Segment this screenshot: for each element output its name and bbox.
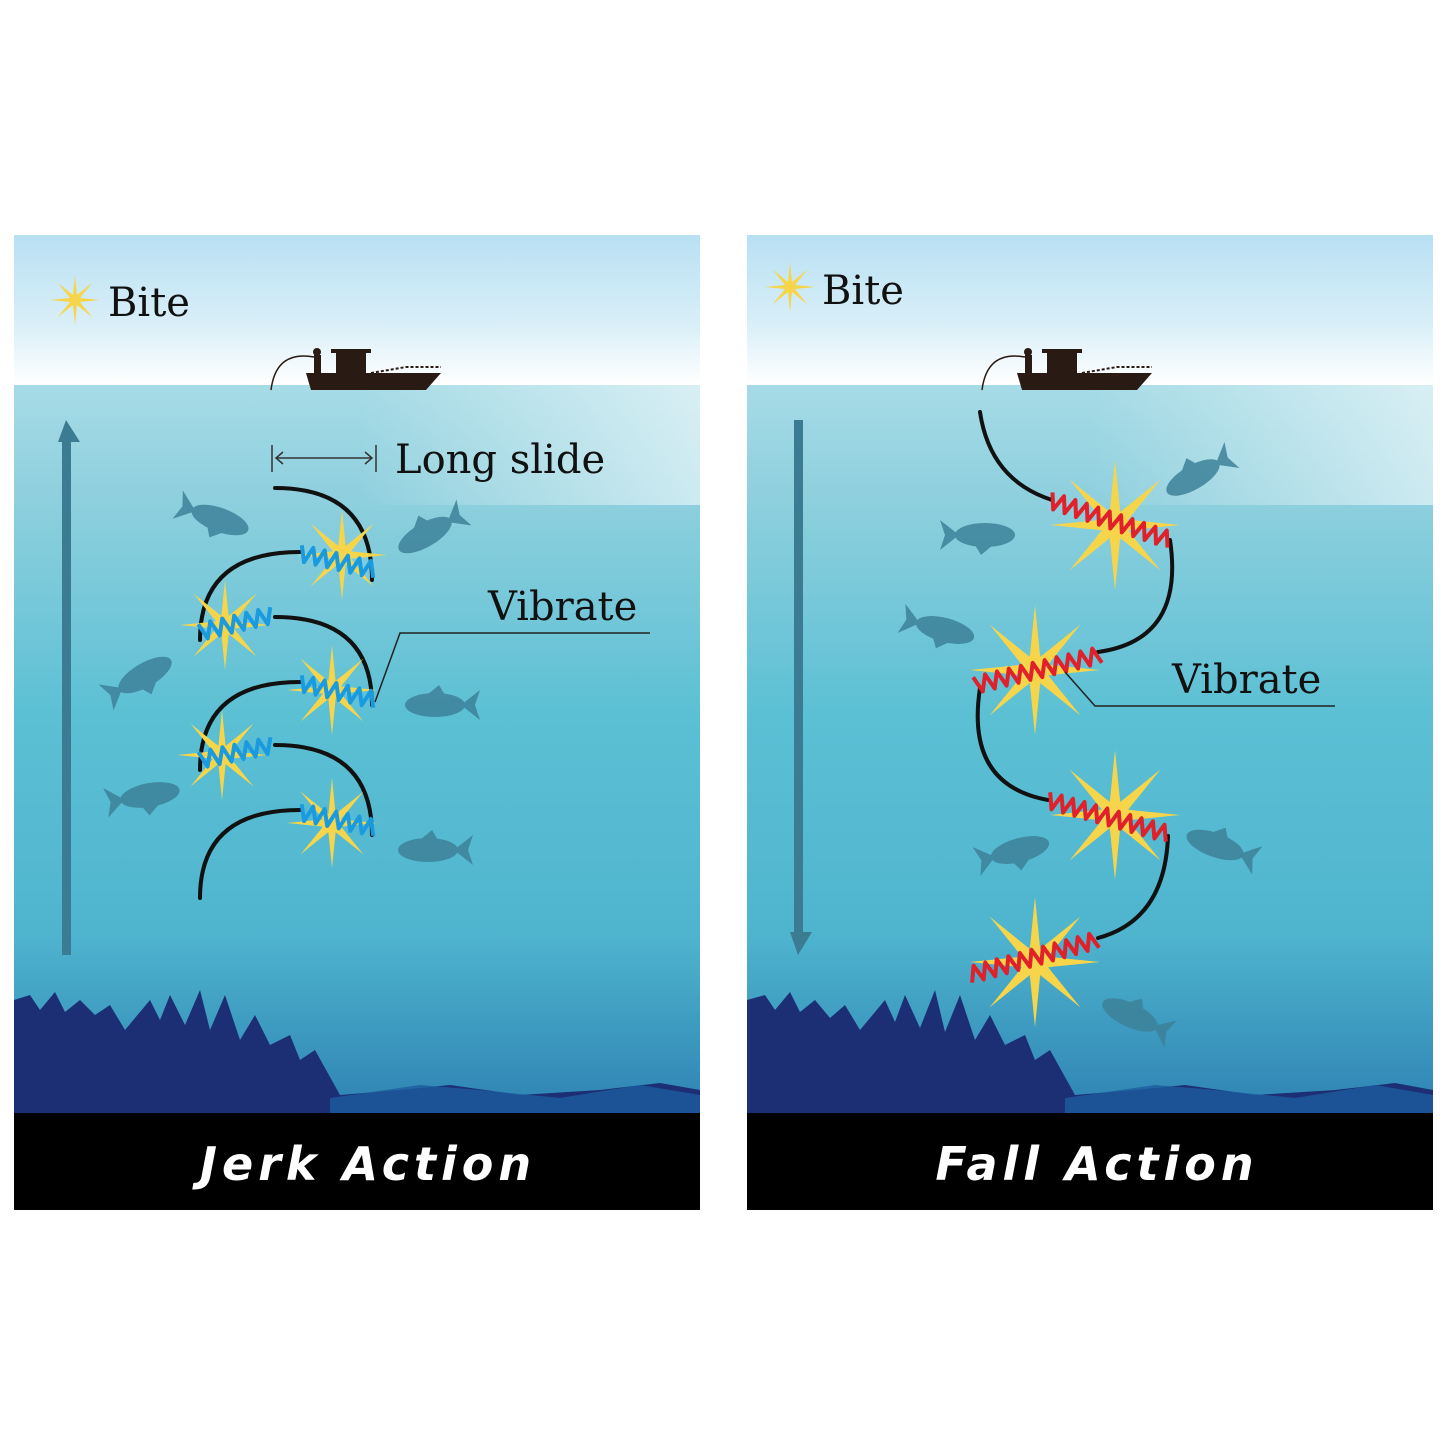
title-bar bbox=[747, 1113, 1433, 1210]
lure-spring bbox=[299, 544, 376, 579]
bite-star-icon bbox=[50, 275, 100, 325]
panel-title: Jerk Action bbox=[192, 1137, 536, 1191]
lure-spring bbox=[970, 931, 1101, 983]
lure-spring bbox=[1050, 492, 1170, 548]
seabed-hill bbox=[330, 1085, 700, 1115]
lure-spring bbox=[196, 736, 273, 769]
lure-spring bbox=[971, 646, 1104, 694]
up-arrow-icon bbox=[58, 420, 80, 955]
lure-spring bbox=[196, 606, 273, 641]
water bbox=[14, 385, 700, 1115]
water bbox=[747, 385, 1433, 1115]
title-bar bbox=[14, 1113, 700, 1210]
vibrate-label: Vibrate bbox=[487, 584, 637, 630]
seabed bbox=[747, 990, 1433, 1115]
fall-path bbox=[975, 410, 1175, 940]
vibrating-lure-springs bbox=[970, 492, 1170, 983]
lure-spring bbox=[1048, 792, 1168, 842]
lure-spring bbox=[299, 803, 376, 837]
panel-title: Fall Action bbox=[935, 1137, 1258, 1191]
down-arrow-icon bbox=[790, 420, 812, 955]
vibrate-leader-line bbox=[1064, 671, 1335, 707]
bite-star-icon bbox=[765, 262, 815, 312]
vibrate-label: Vibrate bbox=[1171, 657, 1321, 703]
bite-legend-label: Bite bbox=[822, 268, 904, 314]
long-slide-label: Long slide bbox=[395, 437, 605, 483]
seabed-hill bbox=[1065, 1085, 1433, 1115]
long-slide-bracket bbox=[271, 445, 377, 472]
bite-legend-label: Bite bbox=[108, 280, 190, 326]
seabed bbox=[14, 990, 700, 1115]
lure-spring bbox=[299, 674, 376, 709]
fall-action-panel: Fall Action Bite bbox=[747, 235, 1433, 1210]
vibrating-lure-springs bbox=[196, 544, 376, 837]
jerk-action-panel: Jerk Action Bite Long slide bbox=[14, 235, 700, 1210]
sky bbox=[747, 235, 1433, 385]
vibrate-leader-line bbox=[374, 632, 650, 703]
